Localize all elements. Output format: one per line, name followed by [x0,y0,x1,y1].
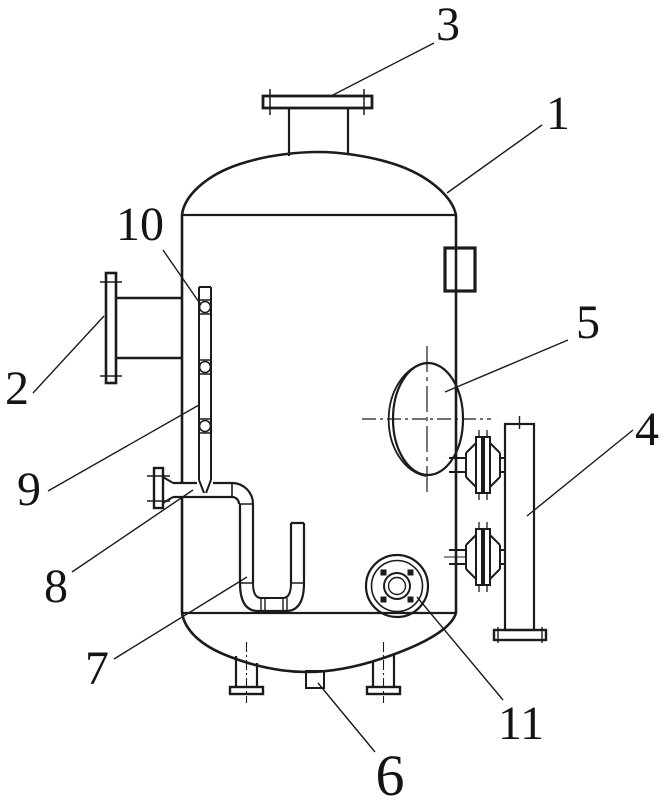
leader-line-7 [113,576,248,660]
leader-line-5 [444,339,569,393]
leader-line-2 [32,315,105,394]
flange-inner-ring [383,572,411,600]
left-leg-walls [234,656,259,687]
top-head-curve [180,150,458,216]
upper-flange-plate-b [483,436,491,494]
leader-line-9 [47,404,200,492]
part-label-4: 4 [635,403,659,456]
gauge-tube-walls [198,286,212,480]
leader-lines [32,42,634,753]
part-label-2: 2 [5,362,29,415]
leader-line-4 [526,429,634,517]
flange-bolts [380,569,414,603]
flange-bore [387,576,407,596]
part-label-1: 1 [546,87,570,140]
u-pipe-left-leg [238,504,255,583]
upper-flange-bolt-ticks [478,430,488,500]
part-label-7: 7 [85,642,109,695]
column-body [503,422,536,632]
part-label-6: 6 [376,743,405,800]
part-label-11: 11 [498,697,544,750]
top-nozzle-flange [261,94,374,110]
leader-line-11 [416,596,504,701]
top-nozzle [261,89,374,156]
support-leg-left [228,642,265,703]
flange-middle-ring [370,559,424,613]
upper-connection-pipe [449,457,505,473]
left-nozzle-flange [104,271,118,385]
lower-flange-plate-b [483,528,491,586]
leader-line-3 [330,42,435,97]
part-label-8: 8 [44,560,68,613]
column-base-plate [492,628,548,642]
base-plate-bolt-ticks [497,627,543,643]
part-label-10: 10 [116,198,164,251]
lower-flanged-connection [444,522,505,592]
bottom-drain-stub [305,670,325,689]
leader-line-8 [71,489,194,573]
left-nozzle-neck [116,296,182,360]
front-flanged-nozzle [364,553,430,619]
right-leg-walls [371,655,396,687]
vessel-shell [180,150,458,674]
upper-flange-plate-a [475,436,483,494]
drain-pipe-flange [152,466,165,510]
support-leg-right [365,642,402,703]
gauge-tube-fitting-middle [198,359,212,375]
leader-line-10 [162,249,202,306]
external-gauge-column [444,416,548,643]
gauge-tube-fitting-bottom [198,418,212,434]
u-bend-outer [238,582,306,613]
drain-pipe-hub [162,476,174,504]
elbow-joint-lines [231,483,253,505]
wall-plate-block [443,246,477,293]
drain-pipe-assembly [147,466,255,510]
gauge-tube-fitting-top [198,299,212,315]
level-gauge-tube [198,286,212,494]
lower-connection-pipe [449,549,505,565]
u-bend-inner [252,582,292,599]
top-nozzle-bolt-ticks [269,89,365,115]
lower-connection-hubs [465,534,501,580]
left-side-nozzle [100,271,182,385]
upper-flanged-connection [449,430,505,500]
part-labels: 1 2 3 4 5 6 7 8 9 10 11 [5,0,659,800]
gauge-tube-taper-tip [198,479,212,494]
lower-flange-bolt-ticks [478,522,488,592]
u-pipe-right-leg [289,521,306,583]
sight-glass [362,346,491,493]
leader-line-6 [317,682,376,753]
upper-connection-hubs [465,442,501,488]
part-label-5: 5 [576,296,600,349]
u-pipe [238,504,306,613]
top-nozzle-neck [287,108,350,156]
bottom-dish-curve [180,612,458,674]
flange-outer-ring [364,553,430,619]
left-nozzle-bolt-ticks [100,281,122,377]
u-bend-coupling-ticks [260,598,288,611]
lower-flange-plate-a [475,528,483,586]
leader-line-1 [446,124,543,194]
part-label-3: 3 [436,0,460,51]
part-label-9: 9 [17,463,41,516]
elbow-arcs [231,481,255,505]
